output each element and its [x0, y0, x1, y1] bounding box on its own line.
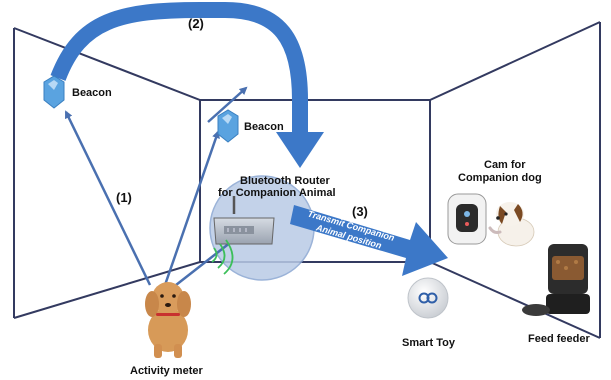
beacon-right-icon	[217, 109, 239, 143]
cam-label-line1: Cam for	[484, 159, 526, 171]
beacon-left-icon	[43, 75, 65, 109]
signal-wave-icon	[211, 239, 234, 275]
smart-toy-label: Smart Toy	[402, 337, 456, 349]
arrow-dog-to-beacon-right	[163, 130, 220, 286]
room-outline	[13, 21, 601, 339]
big-curved-arrow	[50, 1, 324, 168]
step-2-label: (2)	[188, 16, 204, 31]
dog-icon	[145, 282, 191, 358]
dog-at-camera-icon	[488, 202, 535, 247]
router-label-line2: for Companion Animal	[218, 187, 336, 199]
step-3-label: (3)	[352, 204, 368, 219]
bluetooth-router-icon	[213, 196, 275, 245]
arrow-beacon-up	[207, 86, 248, 123]
feed-feeder-icon	[522, 244, 590, 316]
beacon-left-label: Beacon	[72, 87, 112, 99]
transmit-arrow	[290, 205, 448, 276]
smart-toy-icon	[407, 277, 449, 319]
pet-camera-icon	[447, 193, 487, 245]
activity-meter-label: Activity meter	[130, 365, 203, 377]
feed-feeder-label: Feed feeder	[528, 333, 590, 345]
cam-label-line2: Companion dog	[458, 172, 542, 184]
arrow-dog-to-beacon-left	[64, 110, 152, 286]
beacon-right-label: Beacon	[244, 121, 284, 133]
step-1-label: (1)	[116, 190, 132, 205]
room-ceiling-line	[13, 21, 601, 101]
room-floor-line	[13, 261, 601, 339]
router-label-line1: Bluetooth Router	[240, 175, 331, 187]
